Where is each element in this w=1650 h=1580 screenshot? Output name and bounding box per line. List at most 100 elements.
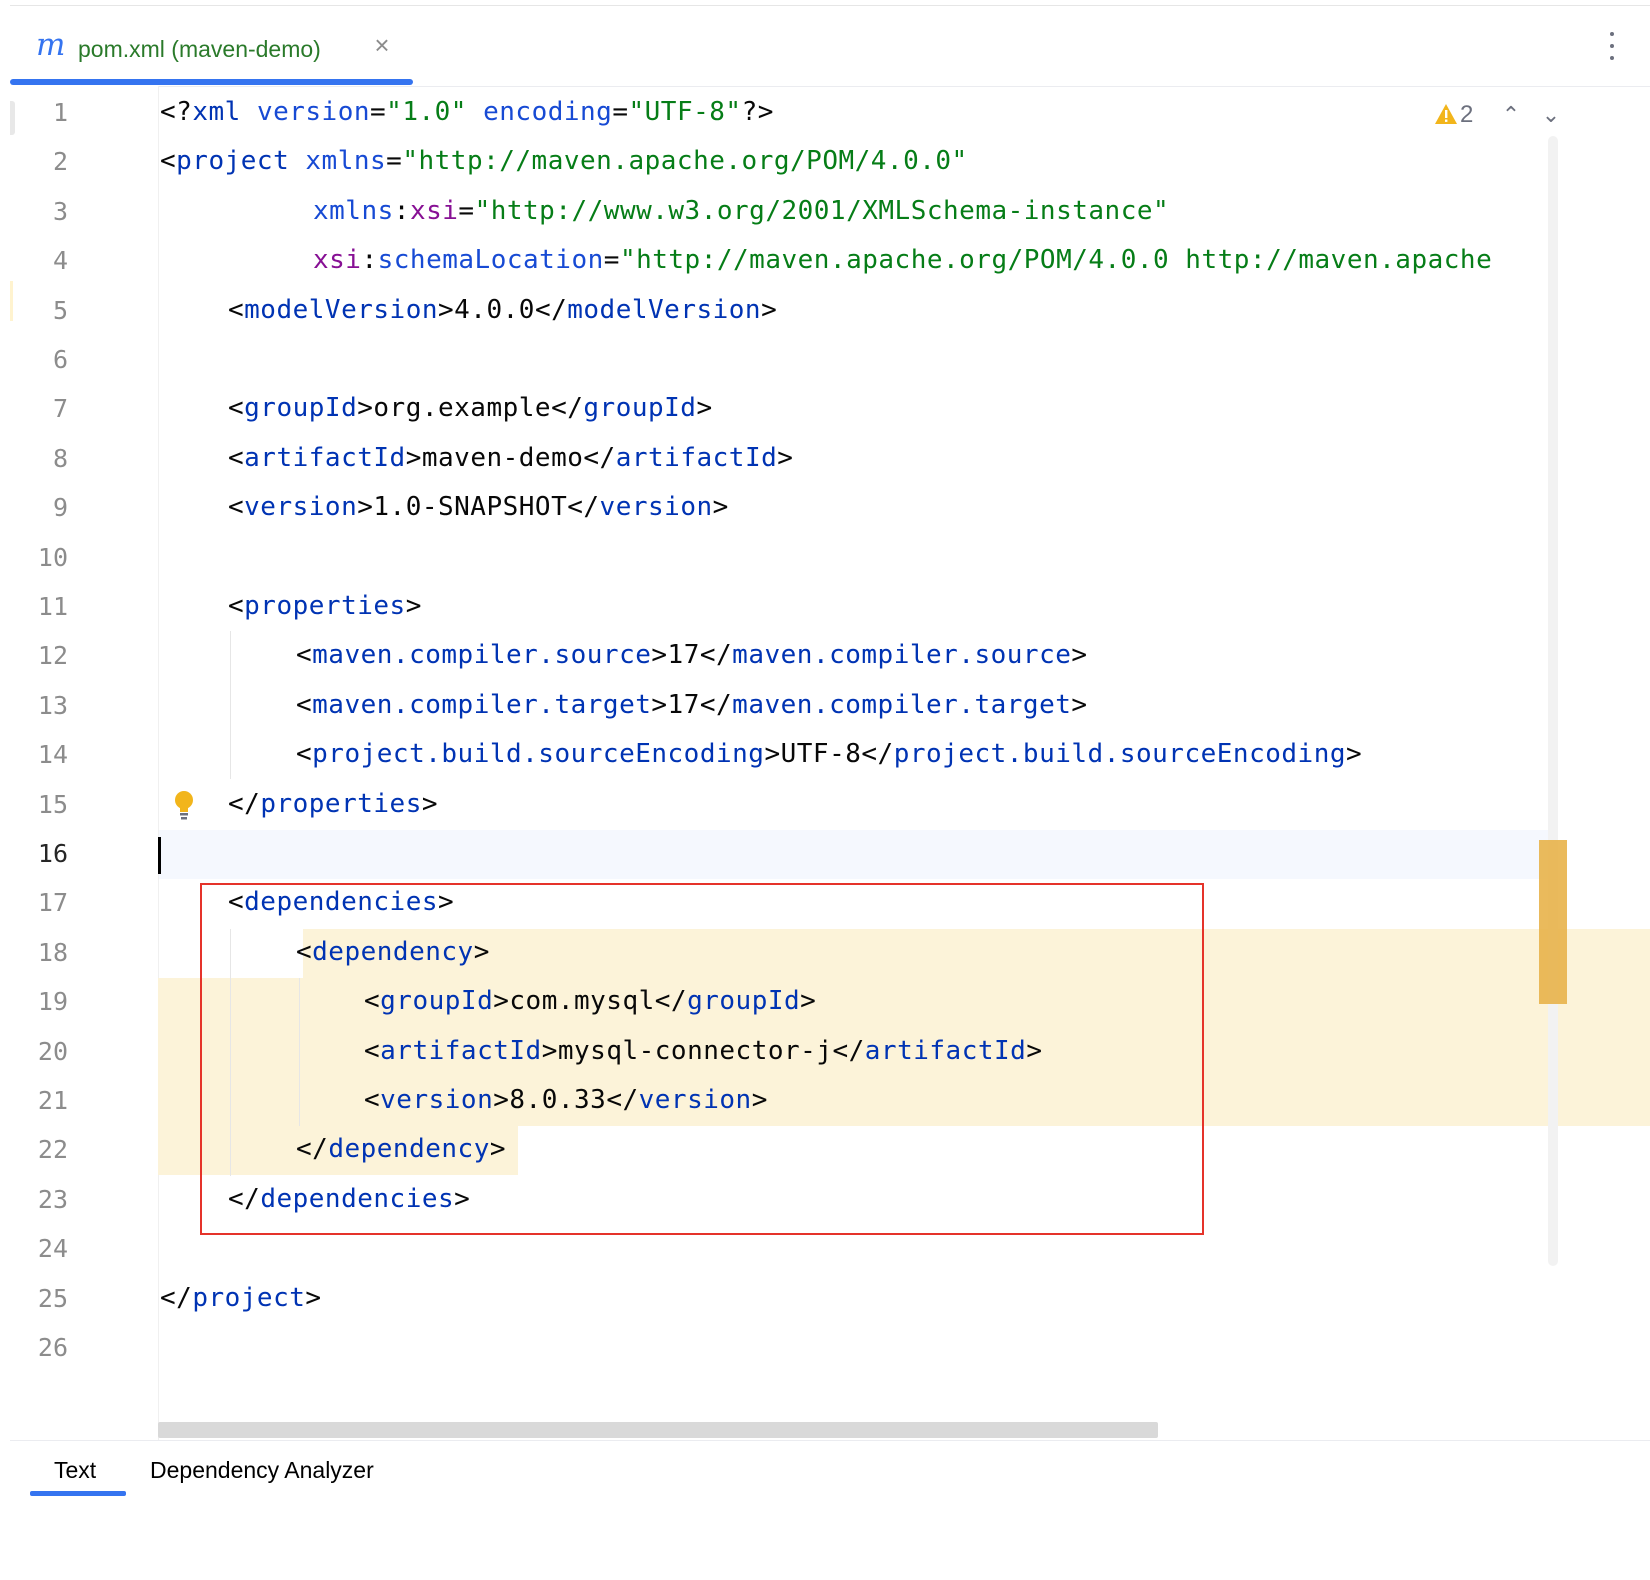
code-token: maven.compiler.source xyxy=(732,640,1072,671)
code-line[interactable]: 14 <project.build.sourceEncoding>UTF-8</p… xyxy=(10,730,1650,779)
code-line[interactable]: 4 xsi:schemaLocation="http://maven.apache… xyxy=(10,236,1650,285)
inspection-widget[interactable]: 2 ⌃ ⌄ xyxy=(1434,100,1574,130)
code-token: mysql-connector-j xyxy=(557,1035,833,1066)
chevron-up-icon[interactable]: ⌃ xyxy=(1501,102,1521,127)
code-text: <project.build.sourceEncoding>UTF-8</pro… xyxy=(296,730,1362,779)
vertical-scrollbar[interactable] xyxy=(1548,136,1558,1266)
line-number[interactable]: 14 xyxy=(37,740,68,770)
maven-file-icon: m xyxy=(36,27,66,63)
line-number[interactable]: 13 xyxy=(37,690,68,720)
line-number[interactable]: 25 xyxy=(37,1283,68,1313)
code-text: </project> xyxy=(160,1274,322,1323)
line-number[interactable]: 6 xyxy=(52,345,68,374)
code-line[interactable]: 8<artifactId>maven-demo</artifactId> xyxy=(10,434,1650,483)
code-token: < xyxy=(364,986,381,1017)
code-line[interactable]: 17 <dependencies> xyxy=(10,878,1650,927)
code-line[interactable]: 12 <maven.compiler.source>17</maven.compi… xyxy=(10,631,1650,680)
line-number[interactable]: 3 xyxy=(52,196,68,226)
line-number[interactable]: 15 xyxy=(37,789,68,819)
code-line[interactable]: 25 </project> xyxy=(10,1274,1650,1323)
highlight-block xyxy=(158,1126,518,1175)
code-token: artifactId xyxy=(615,442,778,473)
code-token: < xyxy=(228,591,245,621)
code-text: <dependencies> xyxy=(228,878,454,927)
code-line[interactable]: 15</properties> xyxy=(10,780,1650,829)
line-number[interactable]: 20 xyxy=(37,1036,68,1066)
code-line[interactable]: 19<groupId>com.mysql</groupId> xyxy=(10,977,1650,1026)
tab-pom-xml[interactable]: m pom.xml (maven-demo) × xyxy=(10,6,413,86)
close-icon[interactable]: × xyxy=(374,30,390,60)
code-editor[interactable]: 2 ⌃ ⌄ 1<?xml version="1.0" encoding="UTF… xyxy=(10,86,1650,1440)
code-token: </ xyxy=(832,1035,865,1066)
line-number[interactable]: 19 xyxy=(37,987,68,1017)
more-options-icon[interactable] xyxy=(1600,30,1624,62)
code-token: > xyxy=(800,986,817,1017)
code-token: = xyxy=(612,97,629,127)
code-line[interactable]: 9<version>1.0-SNAPSHOT</version> xyxy=(10,483,1650,532)
tab-dependency-analyzer[interactable]: Dependency Analyzer xyxy=(150,1457,374,1483)
code-token: = xyxy=(458,195,475,226)
code-token: < xyxy=(296,936,313,967)
code-line[interactable]: 24 xyxy=(10,1224,1650,1273)
code-token: < xyxy=(160,146,177,177)
line-number[interactable]: 11 xyxy=(37,592,68,621)
line-number[interactable]: 26 xyxy=(37,1333,68,1362)
code-line[interactable]: 1<?xml version="1.0" encoding="UTF-8"?> xyxy=(10,88,1650,137)
code-token: > xyxy=(1026,1035,1043,1066)
code-line[interactable]: 26 xyxy=(10,1323,1650,1372)
code-text: <modelVersion>4.0.0</modelVersion> xyxy=(228,286,777,335)
code-text: xsi:schemaLocation="http://maven.apache.… xyxy=(313,236,1492,285)
horizontal-scrollbar[interactable] xyxy=(158,1422,1158,1438)
line-number[interactable]: 21 xyxy=(37,1086,68,1115)
line-number[interactable]: 24 xyxy=(37,1234,68,1264)
code-line[interactable]: 2<project xmlns="http://maven.apache.org… xyxy=(10,137,1650,186)
line-number[interactable]: 2 xyxy=(52,147,68,177)
tab-text[interactable]: Text xyxy=(54,1457,97,1483)
code-token: UTF-8 xyxy=(780,739,862,770)
line-number[interactable]: 22 xyxy=(37,1135,68,1165)
code-line[interactable]: 6 xyxy=(10,335,1650,384)
chevron-down-icon[interactable]: ⌄ xyxy=(1541,102,1561,127)
change-stripe-marker xyxy=(1539,840,1567,1004)
lightbulb-icon[interactable] xyxy=(172,789,196,821)
code-token: </ xyxy=(583,442,616,473)
line-number[interactable]: 8 xyxy=(52,443,68,473)
line-number[interactable]: 9 xyxy=(52,493,68,523)
code-line[interactable]: 16 xyxy=(10,829,1650,878)
code-token: 4.0.0 xyxy=(454,294,535,325)
line-number[interactable]: 1 xyxy=(52,98,68,127)
line-number[interactable]: 5 xyxy=(52,295,68,325)
text-caret xyxy=(158,837,161,874)
line-number[interactable]: 17 xyxy=(37,888,68,918)
code-line[interactable]: 11<properties> xyxy=(10,582,1650,631)
line-number[interactable]: 18 xyxy=(37,937,68,967)
code-line[interactable]: 23</dependencies> xyxy=(10,1175,1650,1224)
code-line[interactable]: 18<dependency> xyxy=(10,928,1650,977)
code-line[interactable]: 22</dependency> xyxy=(10,1125,1650,1174)
code-line[interactable]: 7<groupId>org.example</groupId> xyxy=(10,384,1650,433)
active-tab-indicator xyxy=(10,79,413,85)
code-area[interactable]: 2 ⌃ ⌄ xyxy=(158,86,1650,1440)
line-number[interactable]: 7 xyxy=(52,394,68,424)
code-text: <version>1.0-SNAPSHOT</version> xyxy=(228,483,729,532)
code-line[interactable]: 21<version>8.0.33</version> xyxy=(10,1076,1650,1125)
code-token: > xyxy=(696,393,713,424)
line-number[interactable]: 4 xyxy=(52,246,68,276)
line-number[interactable]: 16 xyxy=(37,839,68,868)
editor-tab-bar: m pom.xml (maven-demo) × xyxy=(10,5,1650,87)
code-token: version xyxy=(244,492,358,523)
code-token: </ xyxy=(567,492,600,523)
code-token: > xyxy=(751,1085,768,1115)
code-token: < xyxy=(364,1035,381,1066)
line-number[interactable]: 23 xyxy=(37,1184,68,1214)
code-line[interactable]: 10 xyxy=(10,533,1650,582)
code-token: com.mysql xyxy=(509,986,655,1017)
code-line[interactable]: 13<maven.compiler.target>17</maven.compi… xyxy=(10,681,1650,730)
code-line[interactable]: 20<artifactId>mysql-connector-j</artifac… xyxy=(10,1027,1650,1076)
code-line[interactable]: 5 <modelVersion>4.0.0</modelVersion> xyxy=(10,286,1650,335)
line-number[interactable]: 10 xyxy=(37,542,68,572)
line-number-gutter[interactable] xyxy=(10,86,159,1440)
line-number[interactable]: 12 xyxy=(37,641,68,671)
code-text: <maven.compiler.source>17</maven.compile… xyxy=(296,631,1088,680)
